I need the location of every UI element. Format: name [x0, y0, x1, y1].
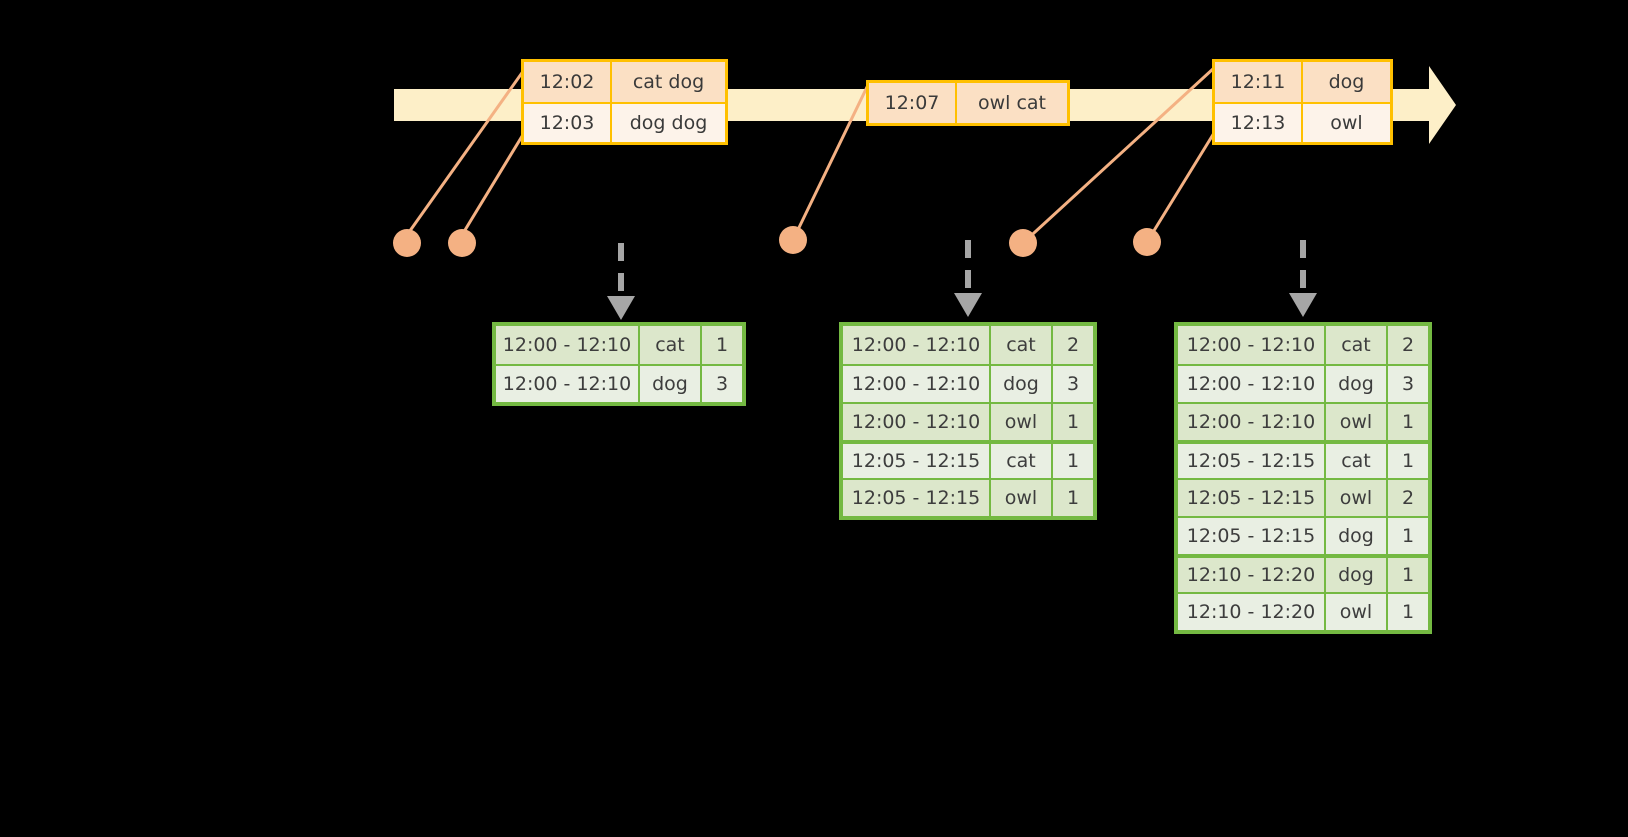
event-time: 12:13: [1215, 104, 1303, 142]
source-dot-2: [448, 229, 476, 257]
event-row: 12:03 dog dog: [524, 102, 725, 142]
cell-key: cat: [1326, 444, 1388, 478]
cell-key: owl: [991, 404, 1053, 440]
cell-count: 1: [702, 326, 742, 364]
cell-key: owl: [1326, 480, 1388, 516]
cell-window: 12:10 - 12:20: [1178, 594, 1326, 630]
event-row: 12:07 owl cat: [869, 83, 1067, 123]
cell-key: dog: [640, 366, 702, 402]
cell-count: 1: [1053, 480, 1093, 516]
event-time: 12:02: [524, 62, 612, 102]
cell-key: cat: [991, 444, 1053, 478]
cell-count: 2: [1388, 480, 1428, 516]
cell-count: 1: [1053, 444, 1093, 478]
event-words: cat dog: [612, 62, 725, 102]
cell-count: 2: [1388, 326, 1428, 364]
cell-window: 12:00 - 12:10: [496, 326, 640, 364]
event-words: owl: [1303, 104, 1390, 142]
event-time: 12:03: [524, 104, 612, 142]
connector-line-2: [460, 132, 526, 236]
cell-window: 12:05 - 12:15: [1178, 444, 1326, 478]
cell-count: 1: [1388, 518, 1428, 554]
source-dot-3: [779, 226, 807, 254]
cell-window: 12:05 - 12:15: [1178, 480, 1326, 516]
dashed-arrow-head-2: [954, 293, 982, 317]
cell-window: 12:00 - 12:10: [1178, 326, 1326, 364]
cell-key: cat: [991, 326, 1053, 364]
cell-window: 12:00 - 12:10: [843, 404, 991, 440]
event-time: 12:11: [1215, 62, 1303, 102]
cell-count: 1: [1388, 594, 1428, 630]
cell-key: cat: [1326, 326, 1388, 364]
timeline-arrowhead-icon: [1396, 66, 1456, 144]
event-group-2: 12:07 owl cat: [866, 80, 1070, 126]
cell-key: dog: [1326, 366, 1388, 402]
event-words: dog dog: [612, 104, 725, 142]
source-dot-5: [1133, 228, 1161, 256]
cell-count: 1: [1388, 404, 1428, 440]
event-group-1: 12:02 cat dog 12:03 dog dog: [521, 59, 728, 145]
cell-window: 12:00 - 12:10: [843, 366, 991, 402]
source-dot-4: [1009, 229, 1037, 257]
cell-count: 1: [1388, 558, 1428, 592]
cell-key: owl: [991, 480, 1053, 516]
cell-key: owl: [1326, 404, 1388, 440]
cell-window: 12:05 - 12:15: [1178, 518, 1326, 554]
cell-key: dog: [991, 366, 1053, 402]
event-group-3: 12:11 dog 12:13 owl: [1212, 59, 1393, 145]
cell-key: cat: [640, 326, 702, 364]
cell-count: 1: [1053, 404, 1093, 440]
dashed-arrow-head-1: [607, 296, 635, 320]
event-row: 12:11 dog: [1215, 62, 1390, 102]
dashed-arrow-head-3: [1289, 293, 1317, 317]
cell-key: dog: [1326, 518, 1388, 554]
cell-window: 12:00 - 12:10: [1178, 404, 1326, 440]
cell-count: 1: [1388, 444, 1428, 478]
cell-count: 2: [1053, 326, 1093, 364]
event-words: owl cat: [957, 83, 1067, 123]
event-words: dog: [1303, 62, 1390, 102]
source-dot-1: [393, 229, 421, 257]
event-row: 12:13 owl: [1215, 102, 1390, 142]
cell-window: 12:05 - 12:15: [843, 444, 991, 478]
connector-line-5: [1145, 132, 1216, 243]
cell-window: 12:10 - 12:20: [1178, 558, 1326, 592]
cell-key: owl: [1326, 594, 1388, 630]
cell-count: 3: [702, 366, 742, 402]
event-row: 12:02 cat dog: [524, 62, 725, 102]
cell-window: 12:05 - 12:15: [843, 480, 991, 516]
cell-count: 3: [1053, 366, 1093, 402]
cell-window: 12:00 - 12:10: [496, 366, 640, 402]
cell-window: 12:00 - 12:10: [1178, 366, 1326, 402]
cell-window: 12:00 - 12:10: [843, 326, 991, 364]
cell-key: dog: [1326, 558, 1388, 592]
event-time: 12:07: [869, 83, 957, 123]
cell-count: 3: [1388, 366, 1428, 402]
